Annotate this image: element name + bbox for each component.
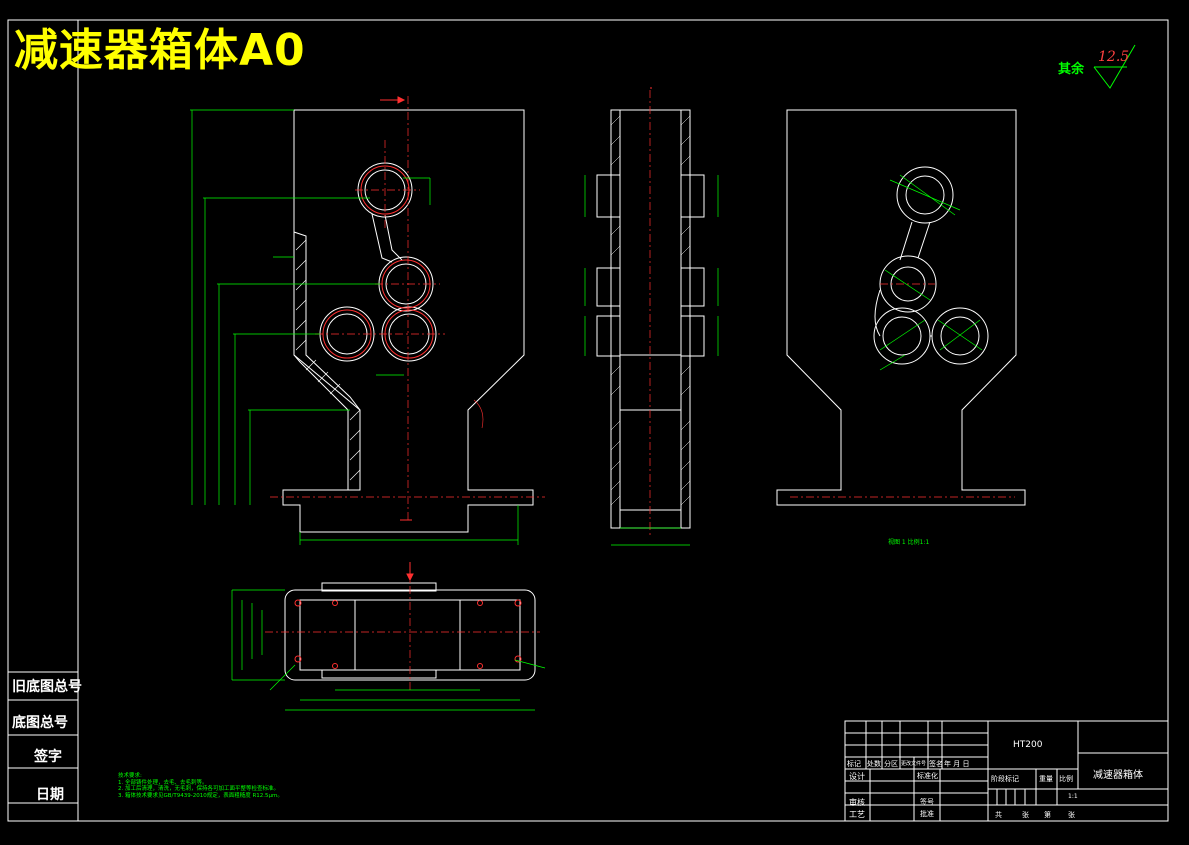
roughness-symbol: [1093, 44, 1136, 89]
outer-border: [7, 19, 1169, 822]
title-block-grid: [844, 720, 1169, 822]
drawing-title: 减速器箱体A0: [14, 25, 306, 76]
row-standardize: 标准化: [917, 772, 938, 780]
notes-line: 2. 加工后清理，清洗，无毛刺，保持各可加工面平整等检查标准。: [118, 786, 279, 792]
row-approve: 批准: [920, 810, 934, 818]
front-view: [190, 96, 545, 545]
scale-value: 1:1: [1068, 793, 1078, 800]
notes-line: 3. 箱体技术要求见GB/T9439-2010规定，表面粗糙度 R12.5μm。: [118, 792, 283, 799]
footer-no: 第: [1044, 811, 1051, 819]
side-view: [776, 109, 1026, 506]
side-date: 日期: [36, 787, 64, 803]
side-panel-grid: [8, 671, 78, 804]
hdr-mark: 标记: [847, 760, 861, 768]
footer-sheet: 张: [1068, 811, 1075, 819]
row-design: 设计: [849, 772, 865, 781]
hdr-sign: 签名: [929, 760, 943, 768]
view-caption: 视图 1 比例1:1: [888, 539, 930, 546]
technical-notes: 技术要求: 1. 全部铸件处理，去毛、去毛刺等。 2. 加工后清理，清洗，无毛刺…: [118, 773, 283, 799]
stage-mark-header: 阶段标记: [991, 775, 1019, 783]
hdr-count: 处数: [867, 760, 881, 768]
footer-total: 共: [995, 811, 1002, 819]
notes-heading: 技术要求:: [118, 773, 142, 779]
material: HT200: [1013, 740, 1043, 750]
top-view: [231, 570, 546, 711]
scale-header: 比例: [1059, 775, 1073, 783]
notes-line: 1. 全部铸件处理，去毛、去毛刺等。: [118, 779, 208, 786]
part-name: 减速器箱体: [1093, 770, 1143, 781]
section-markers: [380, 87, 652, 582]
side-old-total-no: 旧底图总号: [12, 679, 82, 695]
hdr-zone: 分区: [884, 760, 898, 768]
row-review: 审核: [849, 798, 865, 807]
row-sign-no: 签号: [920, 798, 934, 806]
hdr-date: 年 月 日: [944, 760, 970, 768]
side-total-no: 底图总号: [12, 715, 68, 731]
section-view: [584, 90, 719, 546]
side-signature: 签字: [34, 749, 62, 765]
row-process: 工艺: [849, 810, 865, 819]
roughness-label: 其余: [1058, 62, 1085, 77]
roughness-value: 12.5: [1098, 49, 1130, 65]
weight-header: 重量: [1039, 775, 1053, 783]
footer-sheets: 张: [1022, 811, 1029, 819]
hdr-change-doc: 更改文件号: [901, 761, 927, 767]
